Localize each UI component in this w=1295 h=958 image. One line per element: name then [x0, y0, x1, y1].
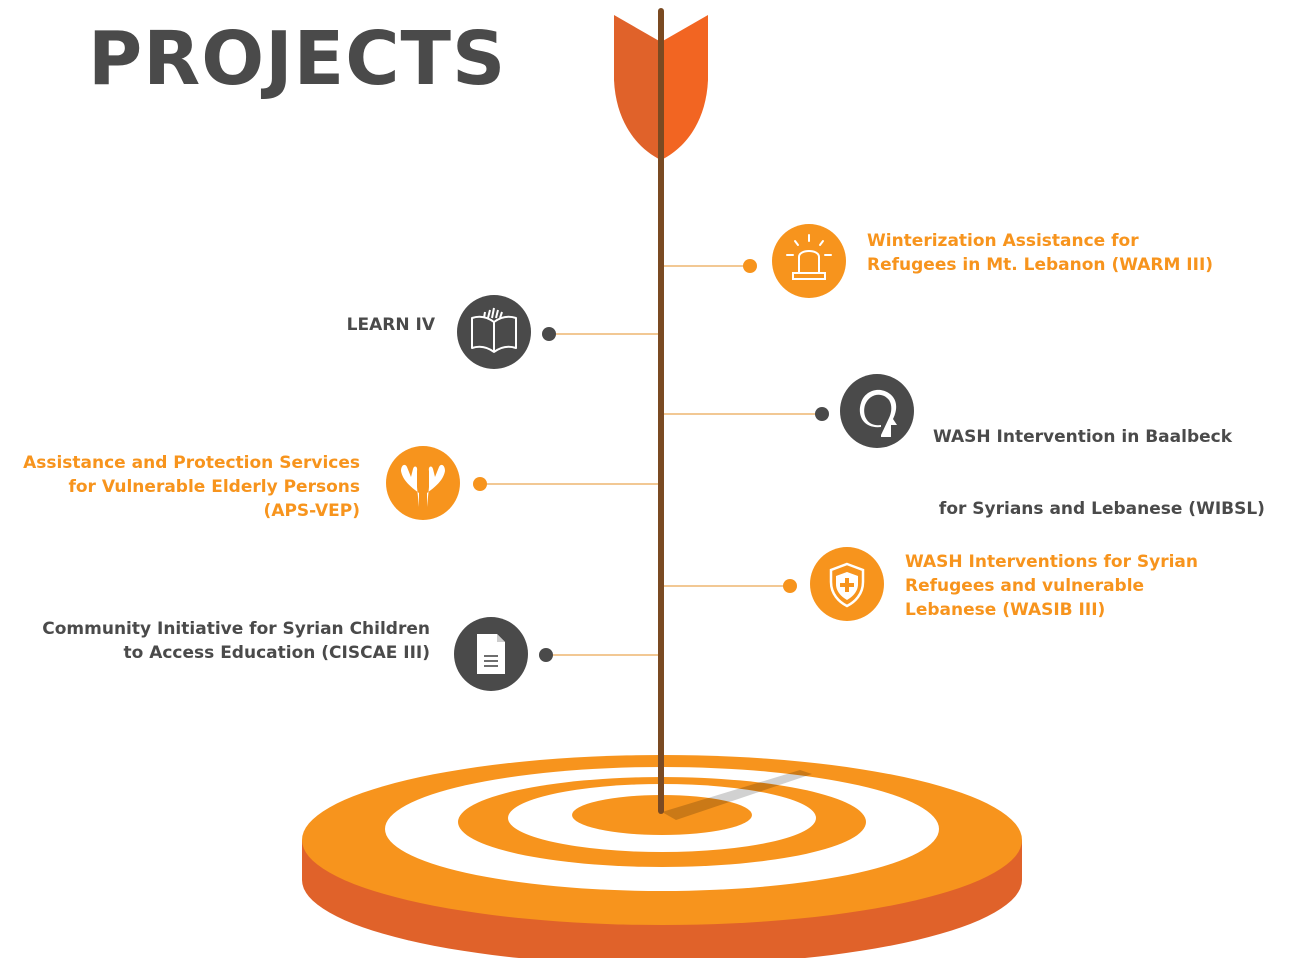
siren-icon — [772, 224, 846, 298]
shield-cross-icon — [810, 547, 884, 621]
arrow-shadow — [662, 770, 812, 820]
label-line: WASH Interventions for Syrian — [905, 552, 1198, 572]
arrow-fletching-left — [614, 15, 661, 160]
dot-wibsl — [815, 407, 829, 421]
page-title: PROJECTS — [88, 16, 507, 102]
arrow-fletching-right — [661, 15, 708, 160]
arrow-shaft — [658, 8, 664, 814]
target-board — [302, 755, 1022, 958]
label-line: Community Initiative for Syrian Children — [42, 619, 430, 639]
label-line: Refugees and vulnerable — [905, 576, 1145, 596]
head-profile-icon — [840, 374, 914, 448]
label-wasib: WASH Interventions for Syrian Refugees a… — [905, 550, 1198, 622]
dot-apsvep — [473, 477, 487, 491]
label-line: to Access Education (CISCAE III) — [123, 643, 430, 663]
label-ciscae: Community Initiative for Syrian Children… — [42, 617, 430, 665]
document-icon — [454, 617, 528, 691]
label-warm: Winterization Assistance for Refugees in… — [867, 229, 1213, 277]
label-apsvep: Assistance and Protection Services for V… — [23, 451, 360, 523]
dot-wasib — [783, 579, 797, 593]
caring-hands-icon — [386, 446, 460, 520]
label-line: for Vulnerable Elderly Persons — [68, 477, 360, 497]
connector-lines — [480, 265, 822, 656]
label-line: Lebanese (WASIB III) — [905, 600, 1106, 620]
label-line: Winterization Assistance for — [867, 231, 1139, 251]
label-line: for Syrians and Lebanese (WIBSL) — [933, 499, 1265, 519]
label-wibsl: WASH Intervention in Baalbeck for Syrian… — [933, 377, 1265, 569]
label-line: WASH Intervention in Baalbeck — [933, 427, 1233, 447]
label-learn: LEARN IV — [347, 313, 435, 337]
dot-learn — [542, 327, 556, 341]
dot-ciscae — [539, 648, 553, 662]
label-line: Refugees in Mt. Lebanon (WARM III) — [867, 255, 1214, 275]
label-line: Assistance and Protection Services — [23, 453, 360, 473]
arrow — [614, 8, 708, 814]
label-line: LEARN IV — [346, 315, 435, 335]
connector-dots — [473, 259, 829, 662]
open-book-icon — [457, 295, 531, 369]
target-bullseye — [572, 795, 752, 835]
dot-warm — [743, 259, 757, 273]
label-line: (APS-VEP) — [263, 501, 360, 521]
